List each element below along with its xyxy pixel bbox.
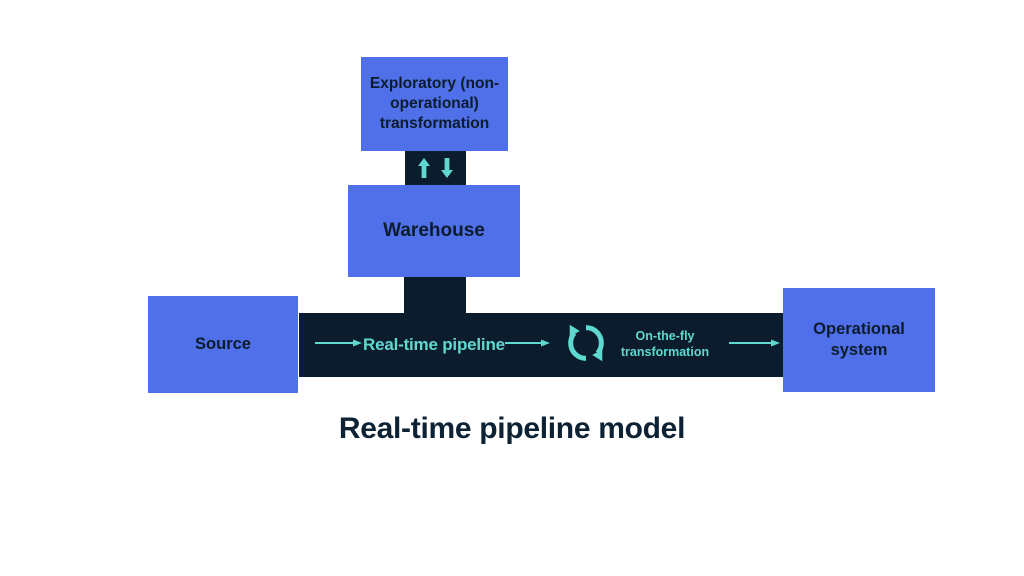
node-source[interactable]: Source [148,296,298,393]
arrow-up-icon [417,157,431,179]
pipeline-label: Real-time pipeline [363,334,505,354]
node-warehouse[interactable]: Warehouse [348,185,520,277]
node-operational-label: Operational system [813,319,905,359]
on-the-fly-transformation-label: On-the-fly transformation [620,329,710,359]
node-exploratory-label: Exploratory (non-operational) transforma… [369,75,500,132]
node-exploratory-transformation[interactable]: Exploratory (non-operational) transforma… [361,57,508,151]
arrow-down-icon [440,157,454,179]
sync-circular-arrows-icon [563,320,609,371]
connector-warehouse-pipeline [404,275,466,315]
pipeline-bar-contents: Real-time pipeline On-the-fly transforma… [299,313,786,377]
arrow-right-icon [504,335,551,356]
diagram-caption: Real-time pipeline model [338,412,686,445]
node-warehouse-label: Warehouse [383,219,485,241]
connector-exploratory-warehouse [405,150,466,186]
node-source-label: Source [195,334,251,353]
arrow-right-icon [729,335,781,356]
node-operational-system[interactable]: Operational system [783,288,935,392]
pipeline-bar: Real-time pipeline On-the-fly transforma… [299,313,786,377]
arrow-right-icon [315,335,363,356]
